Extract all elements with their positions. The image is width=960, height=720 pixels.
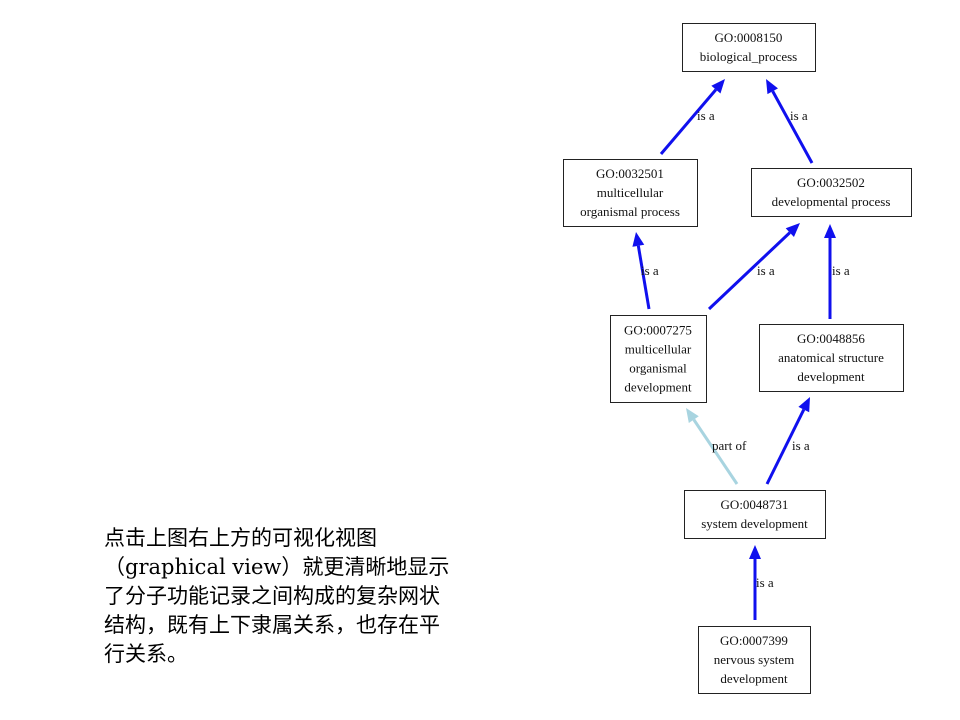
edge-label: is a — [792, 438, 810, 453]
node-name: development — [797, 369, 865, 384]
node-id: GO:0032502 — [797, 175, 865, 190]
edge-line — [692, 418, 739, 485]
node-box — [698, 626, 811, 694]
edge-label: is a — [832, 263, 850, 278]
arrowhead-icon — [686, 408, 699, 423]
go-term-node[interactable]: GO:0007275 multicellular organismal develop… — [610, 315, 707, 403]
edge-is-a: is a — [749, 545, 774, 620]
edge-is-a: is a — [766, 79, 814, 164]
node-box — [759, 324, 904, 392]
description-text: 点击上图右上方的可视化视图 （graphical view）就更清晰地显示 了分… — [104, 524, 554, 669]
arrowhead-icon — [824, 224, 836, 238]
edge-is-a: is a — [824, 224, 850, 319]
node-id: GO:0008150 — [715, 30, 783, 45]
node-box — [563, 159, 698, 227]
node-id: GO:0032501 — [596, 166, 664, 181]
node-name: nervous system — [714, 652, 795, 667]
node-id: GO:0007399 — [720, 633, 788, 648]
edge-line — [771, 90, 814, 164]
edge-is-a: is a — [707, 223, 800, 311]
node-box — [610, 315, 707, 403]
node-name: anatomical structure — [778, 350, 884, 365]
edge-is-a: is a — [659, 79, 725, 155]
go-term-node[interactable]: GO:0048856 anatomical structure developmen… — [759, 324, 904, 392]
node-box — [751, 168, 912, 217]
node-name: organismal process — [580, 204, 680, 219]
node-name: organismal — [629, 361, 687, 376]
edge-part-of: part of — [686, 408, 747, 485]
node-id: GO:0048856 — [797, 331, 865, 346]
edge-line — [707, 231, 791, 311]
arrowhead-icon — [766, 79, 778, 95]
edge-line — [636, 245, 651, 310]
edge-label: part of — [712, 438, 747, 453]
edge-line — [659, 88, 718, 155]
arrowhead-icon — [711, 79, 725, 94]
edge-label: is a — [757, 263, 775, 278]
node-box — [684, 490, 826, 539]
node-name: development — [624, 380, 692, 395]
node-name: developmental process — [772, 194, 891, 209]
node-name: multicellular — [597, 185, 664, 200]
edge-label: is a — [790, 108, 808, 123]
node-id: GO:0048731 — [721, 497, 789, 512]
node-id: GO:0007275 — [624, 323, 692, 338]
description-line: 结构，既有上下隶属关系，也存在平 — [104, 613, 440, 637]
description-line: （graphical view）就更清晰地显示 — [104, 555, 450, 579]
node-name: system development — [701, 516, 808, 531]
edge-is-a: is a — [632, 232, 659, 310]
node-box — [682, 23, 816, 72]
edge-is-a: is a — [765, 397, 810, 485]
go-term-node[interactable]: GO:0048731 system development — [684, 490, 826, 539]
arrowhead-icon — [749, 545, 761, 559]
arrowhead-icon — [785, 223, 800, 237]
edge-label: is a — [756, 575, 774, 590]
edge-line — [765, 408, 806, 485]
arrowhead-icon — [632, 232, 645, 247]
node-name: biological_process — [700, 49, 797, 64]
arrowhead-icon — [798, 397, 810, 413]
node-name: multicellular — [625, 342, 692, 357]
go-term-node[interactable]: GO:0032501 multicellular organismal proces… — [563, 159, 698, 227]
edge-label: is a — [697, 108, 715, 123]
description-line: 了分子功能记录之间构成的复杂网状 — [104, 584, 440, 608]
go-term-node[interactable]: GO:0032502 developmental process — [751, 168, 912, 217]
edge-label: is a — [641, 263, 659, 278]
description-line: 点击上图右上方的可视化视图 — [104, 526, 377, 550]
go-term-node[interactable]: GO:0008150 biological_process — [682, 23, 816, 72]
go-term-node[interactable]: GO:0007399 nervous system development — [698, 626, 811, 694]
description-line: 行关系。 — [104, 642, 188, 666]
node-name: development — [720, 671, 788, 686]
